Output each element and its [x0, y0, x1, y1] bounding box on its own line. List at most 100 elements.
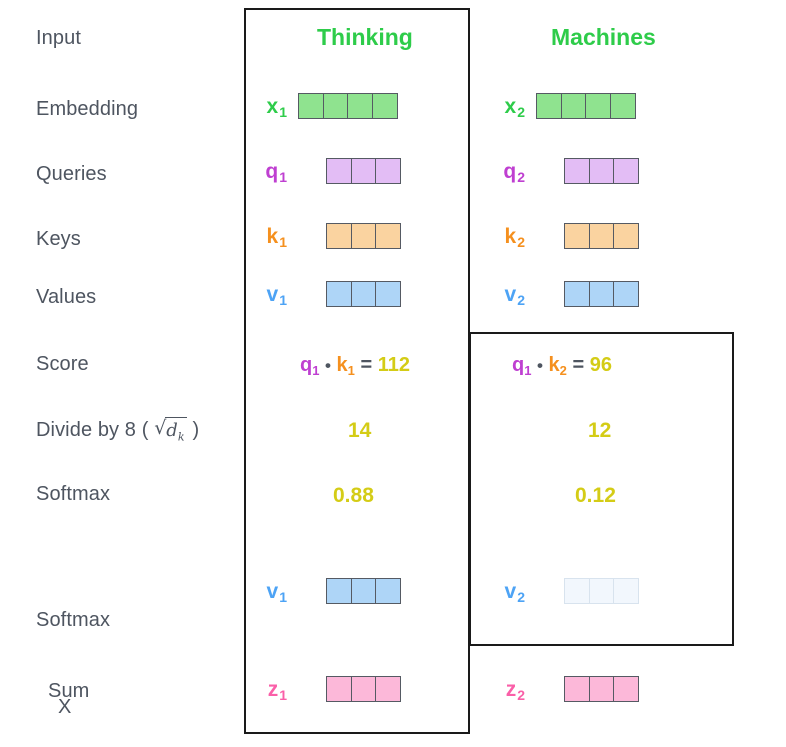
score-equals-2: =: [572, 354, 585, 376]
divided-value-1: 14: [348, 419, 372, 442]
sum-vector-2: z2: [500, 676, 639, 702]
key-cells-2: [564, 223, 639, 249]
weighted-value-vector-2: v2: [500, 578, 639, 604]
row-label-keys: Keys: [36, 228, 81, 250]
score-k-symbol-1: k1: [336, 354, 355, 378]
cell: [375, 281, 401, 307]
key-vector-1: k1: [262, 223, 401, 249]
sqrt-dk-notation: dk: [148, 415, 192, 444]
score-formula-2: q1 • k2 = 96: [512, 354, 612, 378]
cell: [326, 281, 352, 307]
key-cells-1: [326, 223, 401, 249]
cell: [564, 281, 590, 307]
cell: [613, 223, 639, 249]
row-label-softmax: Softmax: [36, 483, 111, 505]
value-cells-1: [326, 281, 401, 307]
cell: [375, 578, 401, 604]
score-k-symbol-2: k2: [548, 354, 567, 378]
score-q-symbol-1: q1: [300, 354, 320, 378]
cell: [564, 158, 590, 184]
radicand-sub-k: k: [177, 430, 185, 444]
sum-vector-1: z1: [262, 676, 401, 702]
word-header-machines: Machines: [551, 24, 656, 50]
word-header-thinking: Thinking: [317, 24, 413, 50]
cell: [613, 676, 639, 702]
embedding-vector-2: x2: [500, 93, 636, 119]
score-value-1: 112: [377, 354, 410, 376]
symbol-v1: v1: [266, 282, 287, 308]
value-vector-1: v1: [262, 281, 401, 307]
divided-value-2: 12: [588, 419, 612, 442]
symbol-k1: k1: [266, 224, 287, 250]
cell: [347, 93, 373, 119]
key-vector-2: k2: [500, 223, 639, 249]
cell: [350, 223, 377, 249]
cell: [564, 578, 590, 604]
query-vector-1: q1: [262, 158, 401, 184]
cell: [588, 578, 615, 604]
score-dot-1: •: [325, 356, 331, 375]
value-vector-2: v2: [500, 281, 639, 307]
value-cells-2: [564, 281, 639, 307]
cell: [350, 578, 377, 604]
cell: [375, 676, 401, 702]
score-dot-2: •: [537, 356, 543, 375]
cell: [375, 223, 401, 249]
query-cells-2: [564, 158, 639, 184]
softmax-value-1: 0.88: [333, 484, 374, 507]
cell: [613, 281, 639, 307]
softmax-line: Softmax: [36, 609, 111, 631]
divide-close-paren: ): [192, 419, 200, 441]
cell: [613, 578, 639, 604]
cell: [588, 281, 615, 307]
cell: [326, 158, 352, 184]
cell: [322, 93, 349, 119]
cell: [560, 93, 587, 119]
row-label-divide: Divide by 8 ( dk ): [36, 415, 236, 451]
cell: [371, 93, 398, 119]
row-label-queries: Queries: [36, 163, 107, 185]
row-label-sum: Sum: [48, 680, 90, 702]
cell: [326, 676, 352, 702]
cell: [350, 281, 377, 307]
row-label-input: Input: [36, 27, 81, 49]
embedding-cells-2: [536, 93, 636, 119]
softmax-value-2: 0.12: [575, 484, 616, 507]
cell: [588, 158, 615, 184]
sum-cells-1: [326, 676, 401, 702]
cell: [350, 676, 377, 702]
weighted-value-cells-2: [564, 578, 639, 604]
query-cells-1: [326, 158, 401, 184]
cell: [298, 93, 324, 119]
symbol-q2: q2: [503, 159, 525, 185]
cell: [564, 223, 590, 249]
times-line: X: [58, 696, 72, 718]
cell: [350, 158, 377, 184]
row-label-embedding: Embedding: [36, 98, 139, 120]
cell: [588, 676, 615, 702]
symbol-v2: v2: [504, 282, 525, 308]
divide-text: Divide by 8 (: [36, 419, 149, 441]
cell: [564, 676, 590, 702]
symbol-x1: x1: [266, 94, 287, 120]
score-formula-1: q1 • k1 = 112: [300, 354, 410, 378]
score-equals-1: =: [360, 354, 373, 376]
cell: [613, 158, 639, 184]
symbol-weighted-v2: v2: [504, 579, 525, 605]
embedding-cells-1: [298, 93, 398, 119]
cell: [326, 223, 352, 249]
score-value-2: 96: [589, 354, 612, 376]
symbol-q1: q1: [265, 159, 287, 185]
query-vector-2: q2: [500, 158, 639, 184]
cell: [585, 93, 611, 119]
symbol-x2: x2: [504, 94, 525, 120]
cell: [326, 578, 352, 604]
row-label-values: Values: [36, 286, 97, 308]
radicand-d: d: [166, 420, 178, 441]
weighted-value-vector-1: v1: [262, 578, 401, 604]
symbol-z1: z1: [267, 677, 287, 703]
cell: [588, 223, 615, 249]
embedding-vector-1: x1: [262, 93, 398, 119]
row-label-softmax-times-value: Softmax X Value: [36, 548, 236, 747]
